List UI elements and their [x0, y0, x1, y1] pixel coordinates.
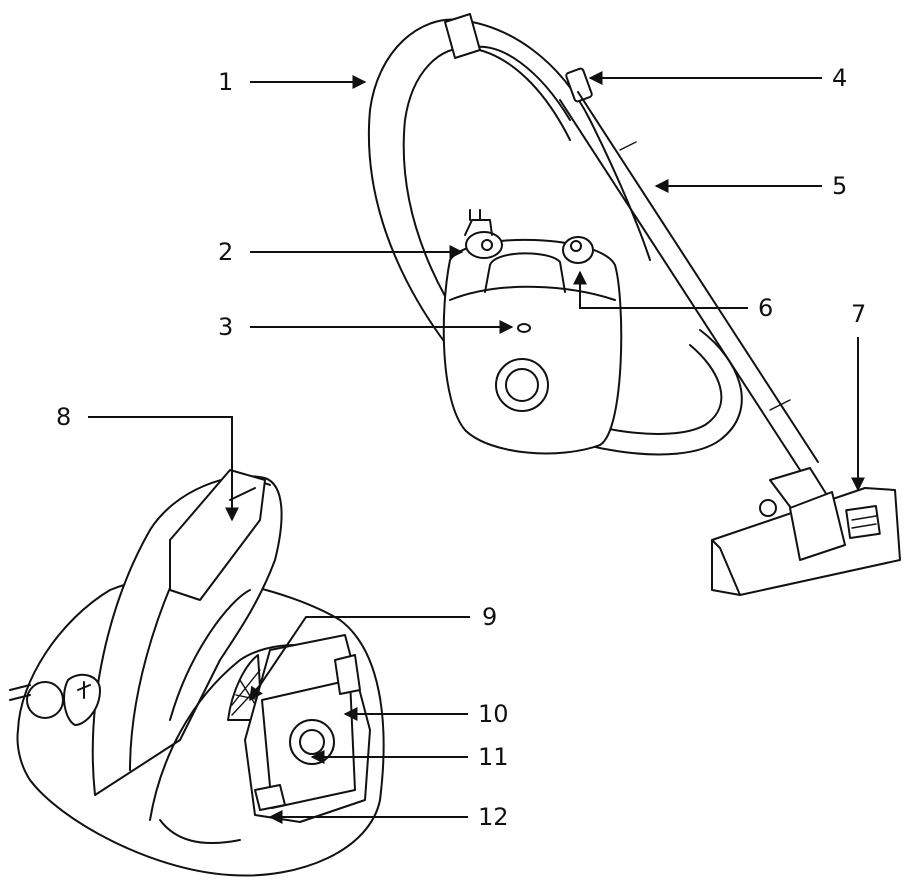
leader-6: [573, 270, 748, 309]
callout-numbers: 1 2 3 4 5 6 7 8 9 10 11 12: [56, 64, 866, 831]
callout-5: 5: [832, 172, 847, 200]
hose-cuff: [444, 13, 481, 59]
leader-lines: [88, 71, 865, 824]
callout-4: 4: [832, 64, 847, 92]
callout-1: 1: [218, 68, 233, 96]
callout-10: 10: [478, 700, 509, 728]
callout-8: 8: [56, 403, 71, 431]
bag-holder-clip: [334, 654, 361, 695]
callout-6: 6: [758, 294, 773, 322]
vacuum-body: [442, 209, 623, 455]
grille-mesh: [227, 654, 263, 721]
leader-8: [88, 416, 239, 522]
dust-bag: [244, 634, 371, 823]
motor-protection-filter: [169, 469, 266, 601]
leader-9: [249, 616, 470, 702]
callout-12: 12: [478, 803, 509, 831]
telescopic-wand: [559, 91, 819, 471]
callout-3: 3: [218, 313, 233, 341]
assembled-vacuum: [367, 13, 901, 596]
hose-inlet: [495, 358, 549, 412]
cord-rewind-knob: [26, 681, 64, 719]
power-indicator-light: [517, 323, 531, 333]
cord-rewind-button: [465, 231, 503, 259]
callout-9: 9: [482, 603, 497, 631]
open-vacuum: [9, 469, 385, 877]
callout-7: 7: [851, 300, 866, 328]
callout-11: 11: [478, 743, 509, 771]
callout-2: 2: [218, 238, 233, 266]
handle-suction-regulator: [565, 67, 593, 103]
floor-nozzle: [711, 467, 901, 596]
power-knob: [63, 673, 101, 726]
